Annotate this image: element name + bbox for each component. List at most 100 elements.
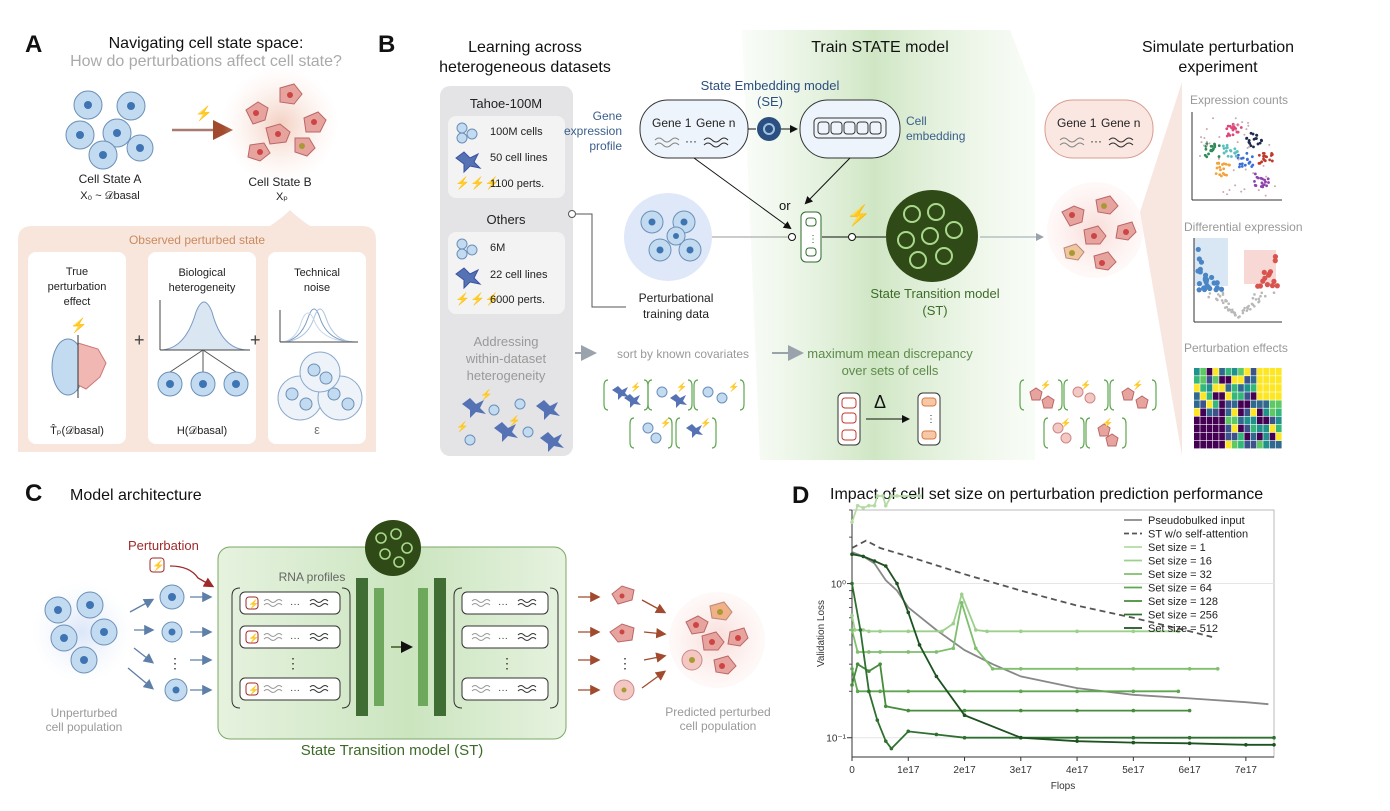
predicted-population-cells (681, 601, 749, 675)
state-a-label: Cell State A (79, 172, 142, 186)
simulated-sets (1019, 379, 1157, 449)
scatter-point (1234, 154, 1238, 158)
series-point (1075, 739, 1079, 743)
gene-dots: ··· (685, 134, 697, 148)
tahoe-row: 100M cells (490, 126, 543, 138)
series-point (855, 650, 860, 654)
svg-text:⚡: ⚡ (248, 684, 259, 696)
legend-entry: ST w/o self-attention (1148, 529, 1248, 541)
st-cells (897, 203, 963, 269)
series-point (855, 503, 860, 508)
series-point (889, 746, 894, 751)
col3-title: Simulate perturbation (1142, 39, 1294, 56)
scatter-point (1230, 155, 1233, 158)
heatmap-cell (1225, 384, 1232, 392)
scatter-point (1204, 147, 1208, 151)
svg-text:⚡: ⚡ (728, 381, 739, 393)
series-point (934, 674, 939, 679)
scatter-point (1231, 308, 1234, 312)
series-point (1187, 708, 1192, 713)
heatmap-cell (1250, 392, 1257, 400)
sort-label: sort by known covariates (617, 347, 749, 361)
scatter-point (1227, 302, 1230, 306)
rna-profiles-label: RNA profiles (279, 570, 346, 584)
scatter-point (1256, 142, 1260, 146)
scatter-point (1225, 134, 1229, 138)
series-point (1176, 629, 1181, 634)
series-point (940, 629, 944, 634)
scatter-point (1217, 157, 1220, 160)
heatmap-cell (1275, 376, 1282, 384)
scatter-point (1261, 269, 1267, 276)
legend-entry: Set size = 256 (1148, 610, 1218, 622)
scatter-point (1243, 133, 1246, 136)
scatter-point (1259, 294, 1262, 298)
svg-text:⚡: ⚡ (1060, 417, 1071, 429)
pert-effects-label: Perturbation effects (1184, 341, 1288, 355)
scatter-point (1201, 285, 1207, 291)
cell-embedding-box (799, 99, 901, 159)
output-gene-profile (1044, 99, 1154, 159)
heatmap-cell (1275, 416, 1282, 425)
scatter-point (1213, 287, 1219, 293)
series-point (906, 729, 911, 734)
bio-line: Biological (178, 267, 225, 279)
svg-text:···: ··· (498, 685, 508, 696)
heatmap-cell (1212, 416, 1219, 425)
true-effect-line: effect (64, 296, 91, 308)
scatter-point (1228, 188, 1231, 191)
state-b-label: Cell State B (248, 175, 311, 189)
heatmap-cell (1257, 400, 1263, 408)
series-point (1272, 735, 1276, 740)
scatter-point (1229, 148, 1232, 152)
scatter-point (1231, 133, 1235, 137)
scatter-point (1270, 152, 1274, 155)
heatmap-cell (1194, 392, 1200, 400)
heatmap-cell (1200, 424, 1206, 433)
training-data-label: Perturbational (639, 291, 714, 305)
heatmap-cell (1212, 408, 1219, 416)
series-point (962, 735, 967, 740)
heatmap-cell (1238, 384, 1244, 392)
panel-b: B Learning across heterogeneous datasets… (378, 30, 1303, 460)
heatmap-cell (1225, 440, 1232, 449)
series-point (861, 506, 866, 510)
heatmap-cell (1257, 416, 1263, 425)
scatter-point (1232, 310, 1235, 314)
tech-line: noise (304, 282, 330, 294)
scatter-point (1208, 142, 1211, 145)
scatter-point (1233, 147, 1237, 151)
heatmap-cell (1231, 400, 1238, 408)
scatter-point (1241, 309, 1245, 312)
scatter-point (1251, 296, 1255, 300)
mmd-label: maximum mean discrepancy (807, 346, 973, 361)
panel-d: D Impact of cell set size on perturbatio… (792, 482, 1276, 792)
heatmap-cell (1250, 408, 1257, 416)
heatmap-cell (1257, 408, 1263, 416)
heatmap-cell (1257, 368, 1263, 376)
heatmap-cell (1250, 384, 1257, 392)
scatter-point (1225, 149, 1228, 153)
training-cells (640, 210, 702, 262)
scatter-point (1220, 174, 1223, 178)
heatmap-cell (1275, 432, 1282, 441)
scatter-point (1255, 283, 1261, 289)
scatter-point (1257, 297, 1261, 301)
legend-entry: Set size = 32 (1148, 569, 1212, 581)
svg-text:···: ··· (290, 599, 300, 610)
heatmap-cell (1275, 400, 1282, 408)
st-icon-cells (375, 528, 413, 568)
bio-line: heterogeneity (169, 282, 236, 294)
scatter-point (1267, 181, 1270, 184)
series-point (1176, 689, 1181, 694)
gene-expr-label: expression (564, 124, 622, 138)
cell-state-a-cluster (65, 90, 154, 170)
heatmap-cell (1231, 368, 1238, 376)
scatter-point (1205, 140, 1208, 143)
series-point (1272, 742, 1276, 747)
st-label: State Transition model (870, 286, 999, 301)
noise-cell-groups (277, 351, 363, 421)
heatmap-cell (1206, 400, 1213, 408)
heatmap-cell (1212, 384, 1219, 392)
perturbations-icon: ⚡⚡⚡ (455, 176, 500, 190)
